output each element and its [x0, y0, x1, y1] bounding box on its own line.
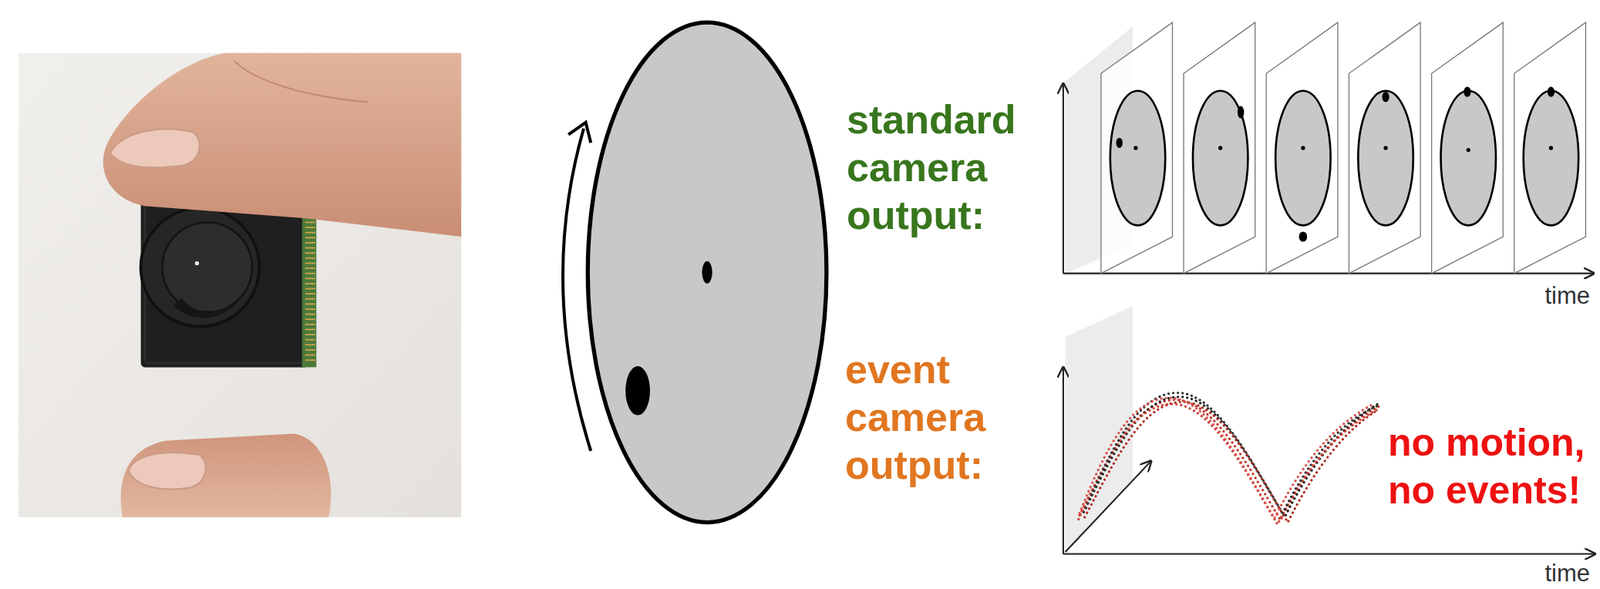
event-stream-plot [1063, 306, 1595, 555]
rotation-arrow [562, 122, 591, 452]
camera-photo [18, 53, 462, 518]
camera-caption: standard camera output: [846, 95, 1040, 240]
axis-label: time [1532, 561, 1590, 586]
frame-sequence [1063, 22, 1594, 274]
note-label: no motion, no events! [1387, 418, 1595, 515]
camera-caption: event camera output: [845, 345, 1038, 489]
axis-label: time [1532, 283, 1590, 308]
rotating-disk [587, 22, 827, 523]
